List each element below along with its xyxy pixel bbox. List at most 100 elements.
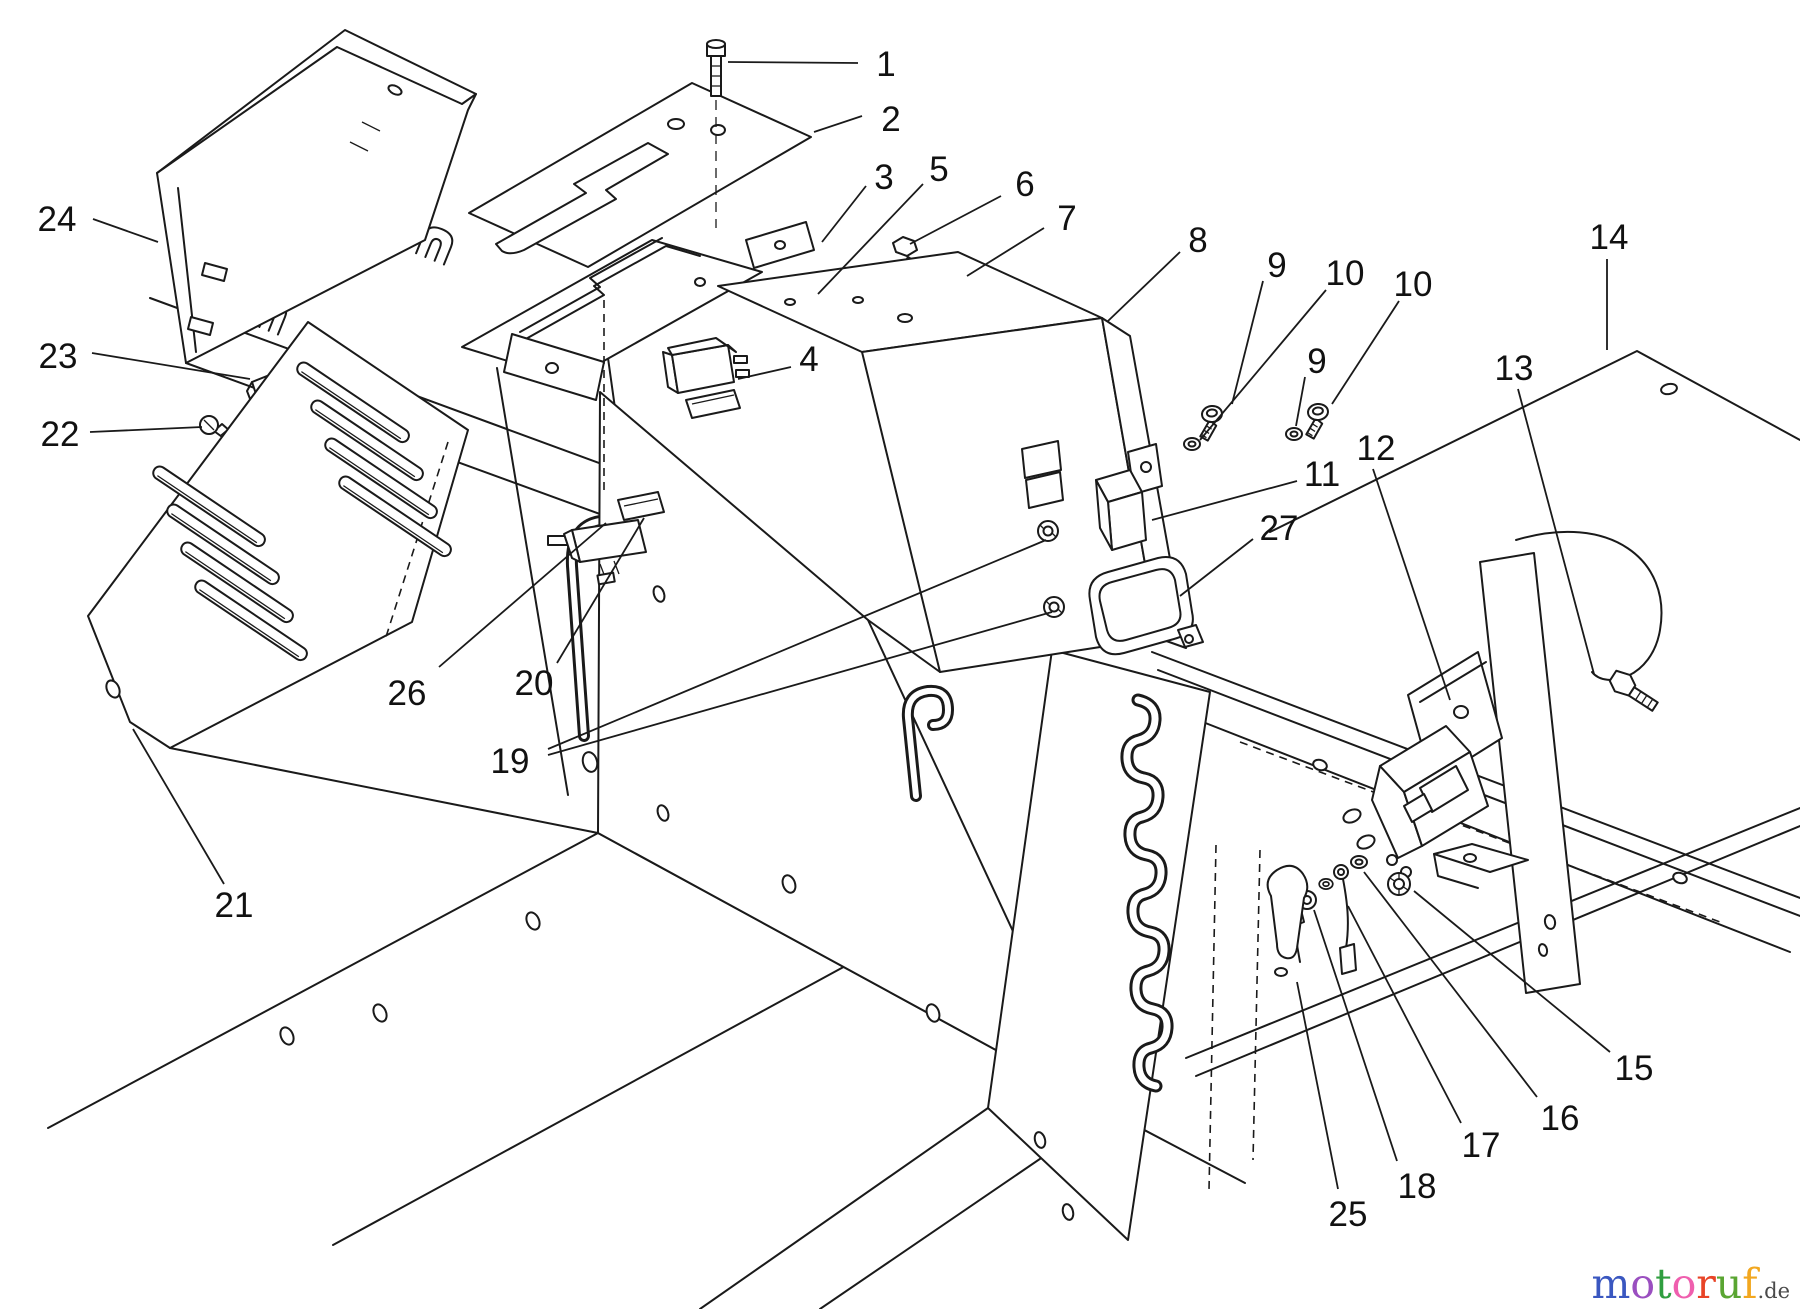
lower-bracket-plate xyxy=(461,221,963,401)
callout-label-4: 4 xyxy=(799,340,818,379)
callout-label-13: 13 xyxy=(1495,349,1534,388)
leader-line xyxy=(1313,909,1398,1162)
leader-line xyxy=(909,195,1002,245)
callout-label-23: 23 xyxy=(39,337,78,376)
cable-13 xyxy=(1515,530,1663,712)
callout-label-16: 16 xyxy=(1541,1099,1580,1138)
callout-label-19: 19 xyxy=(491,742,530,781)
washer-16 xyxy=(1350,855,1368,869)
leader-line xyxy=(1363,871,1538,1098)
logo-letter: o xyxy=(1630,1260,1656,1308)
relay-11 xyxy=(1095,443,1163,551)
keps-nut-19a xyxy=(1037,520,1059,542)
callout-label-26: 26 xyxy=(388,674,427,713)
callout-label-21: 21 xyxy=(215,886,254,925)
callout-label-27: 27 xyxy=(1260,509,1299,548)
louver-vents xyxy=(152,361,452,662)
front-panel-wavy xyxy=(987,649,1261,1241)
leader-line xyxy=(91,352,251,380)
spacer-20 xyxy=(617,491,665,521)
callout-label-7: 7 xyxy=(1057,199,1076,238)
leader-line xyxy=(438,522,607,668)
shift-plate-2 xyxy=(468,39,812,268)
leader-line xyxy=(556,517,645,664)
leader-line xyxy=(1199,289,1327,441)
leader-line xyxy=(1151,480,1298,521)
leader-line xyxy=(821,185,867,243)
leader-line xyxy=(813,115,863,133)
leader-line xyxy=(1231,280,1264,405)
callout-label-9: 9 xyxy=(1267,246,1286,285)
console-8 xyxy=(717,251,1204,673)
leader-line xyxy=(1179,538,1254,597)
solenoid-assembly-12 xyxy=(1266,651,1529,977)
leader-line xyxy=(1372,468,1451,701)
callout-label-1: 1 xyxy=(876,45,895,84)
leader-line xyxy=(92,218,159,243)
leader-line xyxy=(1347,905,1462,1124)
logo-letter: o xyxy=(1671,1260,1697,1308)
floor-panel-14 xyxy=(1269,350,1800,533)
side-panel xyxy=(597,391,1094,1104)
micro-switch-4 xyxy=(603,300,750,492)
micro-switch-26 xyxy=(547,519,647,586)
regulator-27 xyxy=(1088,556,1204,656)
callout-label-15: 15 xyxy=(1615,1049,1654,1088)
leader-line xyxy=(1413,890,1611,1053)
logo-letter: r xyxy=(1696,1260,1716,1308)
washer-17b xyxy=(1318,878,1334,890)
callout-label-10: 10 xyxy=(1326,254,1365,293)
logo-letter: m xyxy=(1591,1260,1631,1308)
screw-9-first xyxy=(1196,403,1226,443)
leader-line xyxy=(89,426,203,433)
hex-nut-15 xyxy=(1387,872,1411,896)
washer-10-first xyxy=(1183,437,1201,451)
motoruf-logo: motoruf.de xyxy=(1592,1264,1791,1305)
logo-suffix: .de xyxy=(1757,1279,1790,1303)
leader-line xyxy=(1295,376,1306,427)
pad-plate-3 xyxy=(745,221,815,269)
ring-terminal-17 xyxy=(1333,864,1357,975)
logo-letter: u xyxy=(1715,1260,1743,1308)
leader-line xyxy=(727,61,859,64)
bolt xyxy=(1608,669,1659,712)
callout-label-9: 9 xyxy=(1307,342,1326,381)
callout-label-3: 3 xyxy=(874,158,893,197)
frame-upright xyxy=(1479,552,1581,994)
leader-line xyxy=(1331,300,1400,405)
leader-line xyxy=(547,611,1053,756)
callout-label-25: 25 xyxy=(1329,1195,1368,1234)
logo-letter: f xyxy=(1742,1260,1758,1308)
leader-line xyxy=(737,366,792,380)
callout-label-6: 6 xyxy=(1015,165,1034,204)
logo-letters: motoruf xyxy=(1592,1260,1758,1308)
callout-label-17: 17 xyxy=(1462,1126,1501,1165)
louver-panel-21 xyxy=(87,321,469,749)
leader-line xyxy=(966,227,1045,277)
leader-line xyxy=(817,183,924,295)
bracket-plate-16 xyxy=(1433,843,1529,889)
leader-line xyxy=(547,539,1047,750)
callout-label-24: 24 xyxy=(38,200,77,239)
callout-label-14: 14 xyxy=(1590,218,1629,257)
callout-label-5: 5 xyxy=(929,150,948,189)
callout-label-10: 10 xyxy=(1394,265,1433,304)
callout-label-8: 8 xyxy=(1188,221,1207,260)
logo-letter: t xyxy=(1655,1260,1672,1308)
callout-label-12: 12 xyxy=(1357,429,1396,468)
screw-1 xyxy=(706,39,726,228)
callout-label-2: 2 xyxy=(881,100,900,139)
washer-10-second xyxy=(1285,427,1303,441)
callout-label-11: 11 xyxy=(1304,455,1340,494)
callout-label-20: 20 xyxy=(515,664,554,703)
rubber-boot-25 xyxy=(1266,864,1309,977)
keps-nut-19b xyxy=(1043,596,1065,618)
leader-line xyxy=(1107,251,1181,322)
callout-label-18: 18 xyxy=(1398,1167,1437,1206)
leader-line xyxy=(1296,981,1339,1190)
callout-label-22: 22 xyxy=(41,415,80,454)
screw-9-second xyxy=(1302,401,1332,441)
